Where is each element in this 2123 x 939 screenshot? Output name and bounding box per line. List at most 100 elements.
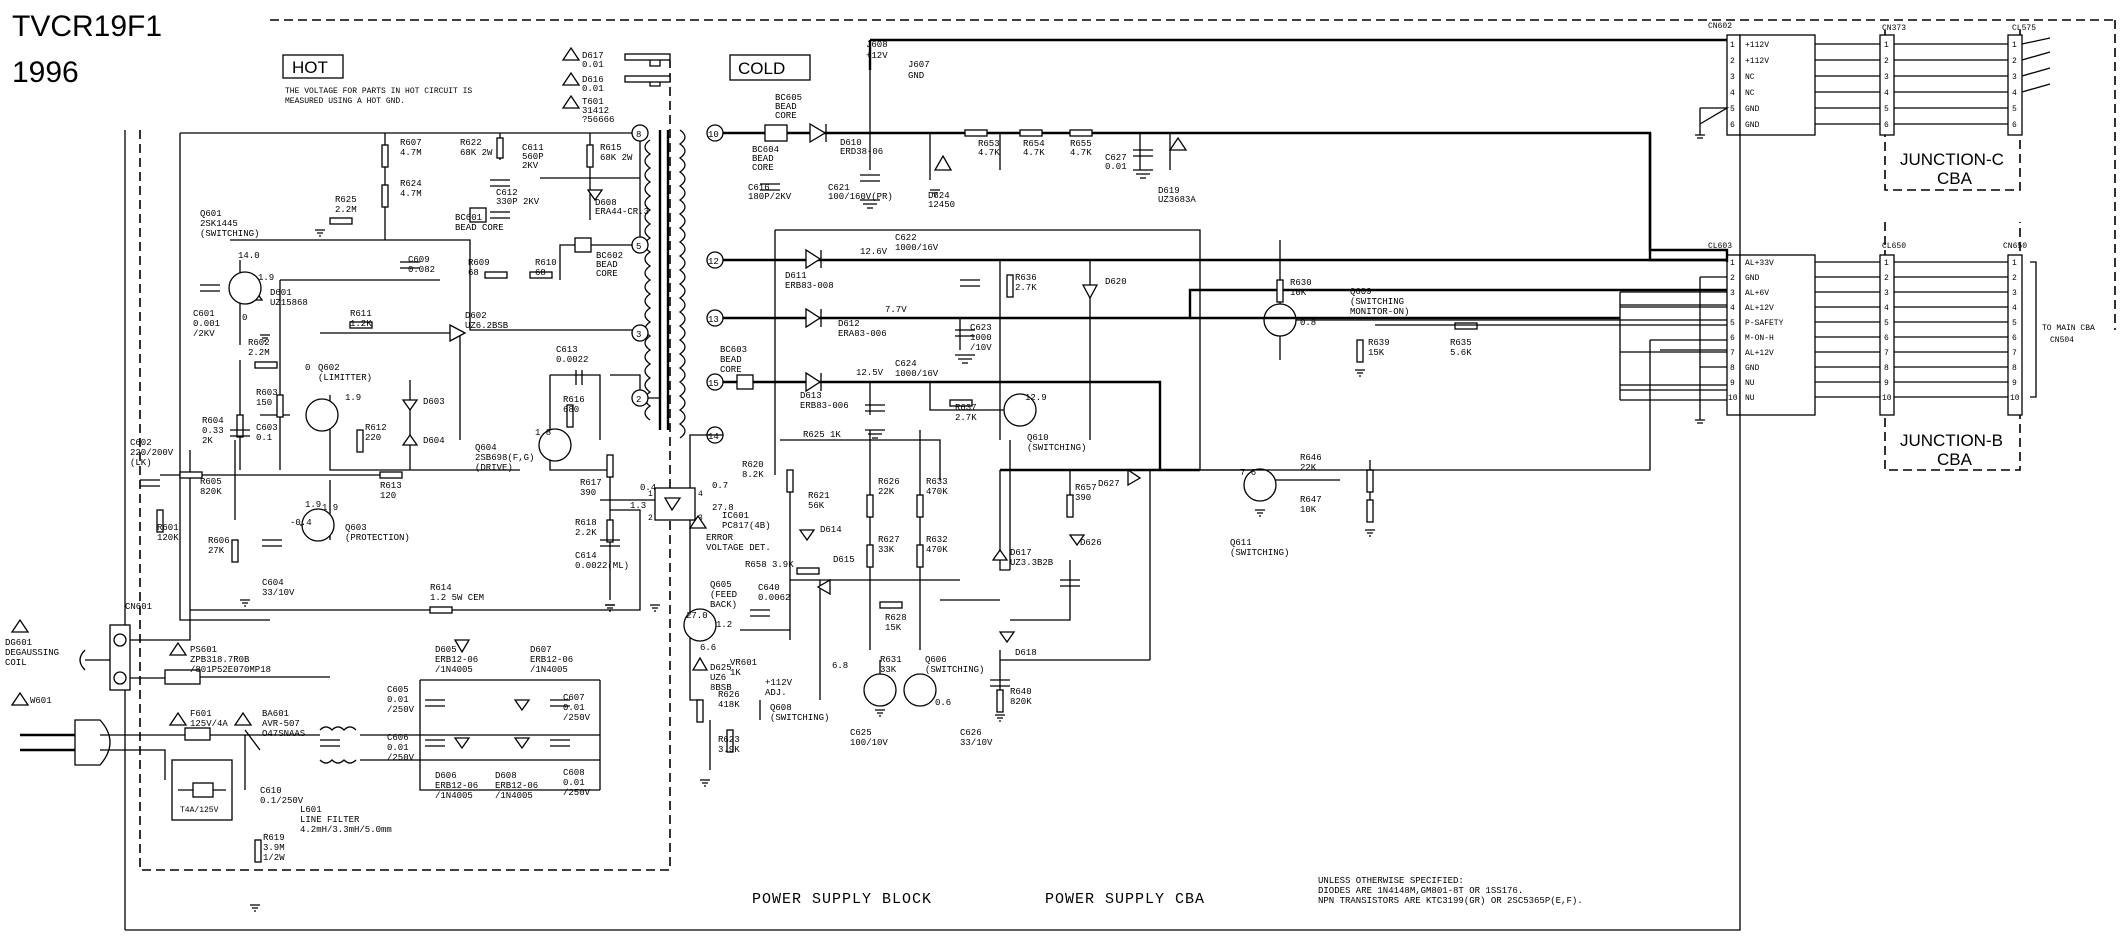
svg-text:0: 0 — [242, 313, 247, 323]
bead-cores — [469, 53, 788, 390]
svg-text:CN504: CN504 — [2050, 336, 2074, 345]
svg-text:8: 8 — [1730, 364, 1735, 373]
svg-text:10K: 10K — [1300, 505, 1317, 515]
svg-text:1: 1 — [1730, 41, 1735, 50]
ic601-photocoupler: 1 2 4 3 — [648, 487, 703, 523]
svg-text:1.9: 1.9 — [305, 500, 321, 510]
svg-text:D619: D619 — [1158, 186, 1180, 196]
svg-text:ERROR: ERROR — [706, 533, 734, 543]
svg-text:33K: 33K — [878, 545, 895, 555]
hot-note-2: MEASURED USING A HOT GND. — [285, 97, 405, 106]
svg-text:R601: R601 — [157, 523, 179, 533]
svg-text:/1N4005: /1N4005 — [530, 665, 568, 675]
svg-text:5: 5 — [1884, 105, 1889, 114]
svg-text:CL575: CL575 — [2012, 24, 2036, 33]
svg-text:AL+6V: AL+6V — [1745, 289, 1769, 298]
svg-text:Q610: Q610 — [1027, 433, 1049, 443]
junction-b-sub: CBA — [1937, 450, 1973, 469]
svg-text:R628: R628 — [885, 613, 907, 623]
fuse-caution-label: T4A/125V — [180, 806, 219, 815]
svg-text:R611: R611 — [350, 309, 372, 319]
svg-text:D616: D616 — [582, 75, 604, 85]
svg-text:R625 1K: R625 1K — [803, 430, 841, 440]
svg-text:R617: R617 — [580, 478, 602, 488]
svg-text:6: 6 — [1884, 121, 1889, 130]
footer-note-3: NPN TRANSISTORS ARE KTC3199(GR) OR 2SC53… — [1318, 896, 1583, 906]
power-supply-block-title: POWER SUPPLY BLOCK — [752, 891, 932, 908]
svg-text:5: 5 — [636, 242, 641, 252]
svg-text:CORE: CORE — [596, 269, 618, 279]
svg-text:R627: R627 — [878, 535, 900, 545]
svg-text:W601: W601 — [30, 696, 52, 706]
svg-text:D606: D606 — [435, 771, 457, 781]
cold-label: COLD — [738, 59, 785, 78]
svg-text:15K: 15K — [1368, 348, 1385, 358]
svg-text:(FEED: (FEED — [710, 590, 737, 600]
svg-text:+112V: +112V — [1745, 57, 1769, 66]
svg-text:0.6: 0.6 — [935, 698, 951, 708]
svg-text:68K 2W: 68K 2W — [460, 148, 493, 158]
junction-c-sub: CBA — [1937, 169, 1973, 188]
svg-text:R603: R603 — [256, 388, 278, 398]
to-main-cba: TO MAIN CBA — [2042, 324, 2095, 333]
svg-text:2SB698(F,G): 2SB698(F,G) — [475, 453, 534, 463]
ground-symbols — [240, 169, 1375, 912]
svg-text:CN602: CN602 — [1708, 22, 1732, 31]
svg-text:BC602: BC602 — [596, 251, 623, 261]
svg-text:6.8: 6.8 — [832, 661, 848, 671]
cold-label-box — [729, 54, 811, 81]
power-supply-cba-title: POWER SUPPLY CBA — [1045, 891, 1205, 908]
svg-text:150: 150 — [256, 398, 272, 408]
svg-text:680: 680 — [563, 405, 579, 415]
svg-text:R632: R632 — [926, 535, 948, 545]
svg-text:0.01: 0.01 — [387, 743, 409, 753]
svg-text:Q609: Q609 — [1350, 287, 1372, 297]
svg-text:120: 120 — [380, 491, 396, 501]
svg-text:2: 2 — [2012, 57, 2017, 66]
svg-text:GND: GND — [1745, 274, 1760, 283]
svg-text:PC817(4B): PC817(4B) — [722, 521, 771, 531]
svg-text:2.2M: 2.2M — [248, 348, 270, 358]
svg-text:R626: R626 — [878, 477, 900, 487]
svg-text:12: 12 — [708, 257, 719, 267]
svg-text:COIL: COIL — [5, 658, 27, 668]
svg-text:13: 13 — [708, 315, 719, 325]
svg-text:120K: 120K — [157, 533, 179, 543]
svg-text:4.2mH/3.3mH/5.0mm: 4.2mH/3.3mH/5.0mm — [300, 825, 392, 835]
svg-text:(SWITCHING): (SWITCHING) — [925, 665, 984, 675]
svg-text:4: 4 — [1730, 304, 1735, 313]
svg-text:ERD38-06: ERD38-06 — [840, 147, 883, 157]
svg-text:R657: R657 — [1075, 483, 1097, 493]
svg-text:UZ6: UZ6 — [710, 673, 726, 683]
svg-text:0.0022: 0.0022 — [556, 355, 588, 365]
svg-text:4: 4 — [1884, 304, 1889, 313]
svg-text:100/10V: 100/10V — [850, 738, 888, 748]
svg-text:15K: 15K — [885, 623, 902, 633]
svg-text:1: 1 — [2012, 41, 2017, 50]
svg-text:2K: 2K — [202, 436, 213, 446]
ac-input: T4A/125V — [20, 610, 601, 821]
svg-text:D604: D604 — [423, 436, 445, 446]
svg-text:470K: 470K — [926, 545, 948, 555]
svg-text:R637: R637 — [955, 403, 977, 413]
svg-text:C602: C602 — [130, 438, 152, 448]
svg-text:C606: C606 — [387, 733, 409, 743]
svg-text:D611: D611 — [785, 271, 807, 281]
svg-text:+12V: +12V — [866, 51, 888, 61]
svg-text:Q604: Q604 — [475, 443, 497, 453]
svg-text:R606: R606 — [208, 536, 230, 546]
svg-text:2.7K: 2.7K — [955, 413, 977, 423]
svg-text:1.9: 1.9 — [258, 273, 274, 283]
svg-text:D603: D603 — [423, 397, 445, 407]
svg-text:100/160V(PR): 100/160V(PR) — [828, 192, 893, 202]
svg-text:3.9K: 3.9K — [718, 745, 740, 755]
svg-text:+112V: +112V — [765, 678, 793, 688]
svg-text:CORE: CORE — [752, 163, 774, 173]
svg-text:C611: C611 — [522, 143, 544, 153]
footer-note-1: UNLESS OTHERWISE SPECIFIED: — [1318, 876, 1464, 886]
svg-text:4.7M: 4.7M — [400, 148, 422, 158]
svg-text:-0.4: -0.4 — [290, 518, 312, 528]
svg-text:0.8: 0.8 — [1300, 318, 1316, 328]
svg-text:BACK): BACK) — [710, 600, 737, 610]
